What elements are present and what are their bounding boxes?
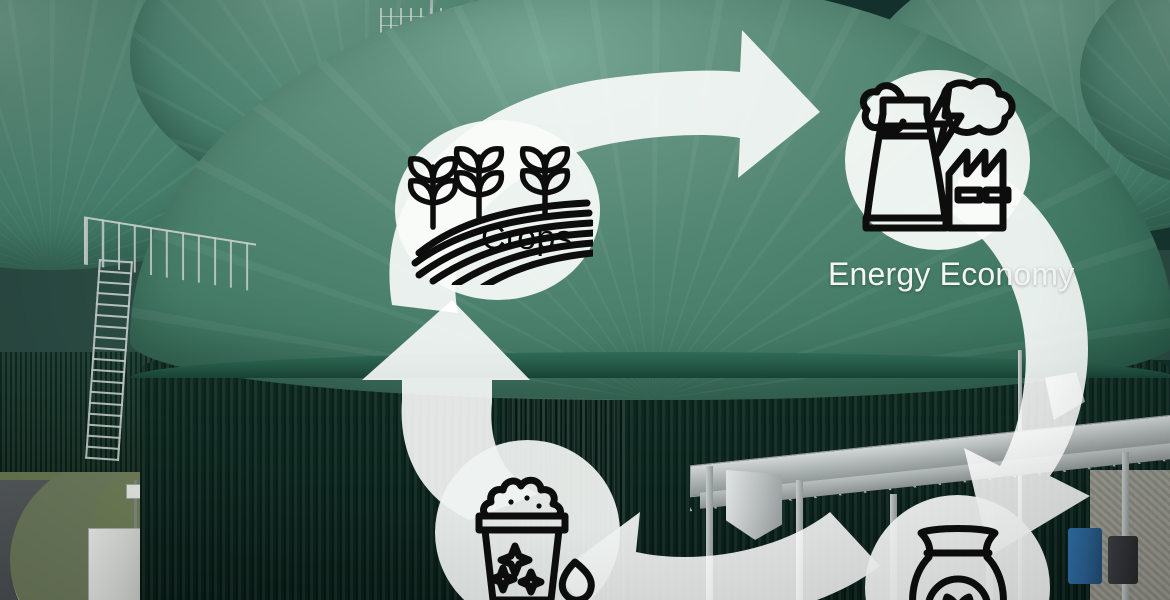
scaffold-leg-2 [796, 480, 803, 600]
node-energy-economy-label: Energy Economy [828, 256, 1075, 292]
crops-field-icon [407, 146, 593, 285]
node-organic-waste-badge [435, 440, 620, 600]
node-crops-label: Crops [481, 219, 573, 257]
utility-cabinet [88, 528, 148, 600]
node-energy-economy-badge [845, 70, 1030, 250]
fertilizer-bag-icon [908, 524, 1007, 600]
node-fertilizer-badge [865, 495, 1050, 600]
sign-post [134, 480, 137, 540]
power-plant-icon [859, 77, 1016, 231]
black-barrel [1108, 536, 1138, 584]
organic-waste-bin-icon [475, 476, 595, 600]
node-crops-badge [395, 120, 600, 300]
scaffold-leg-5 [1122, 452, 1129, 600]
blue-barrel [1068, 528, 1102, 584]
scaffold-leg-1 [706, 466, 713, 600]
